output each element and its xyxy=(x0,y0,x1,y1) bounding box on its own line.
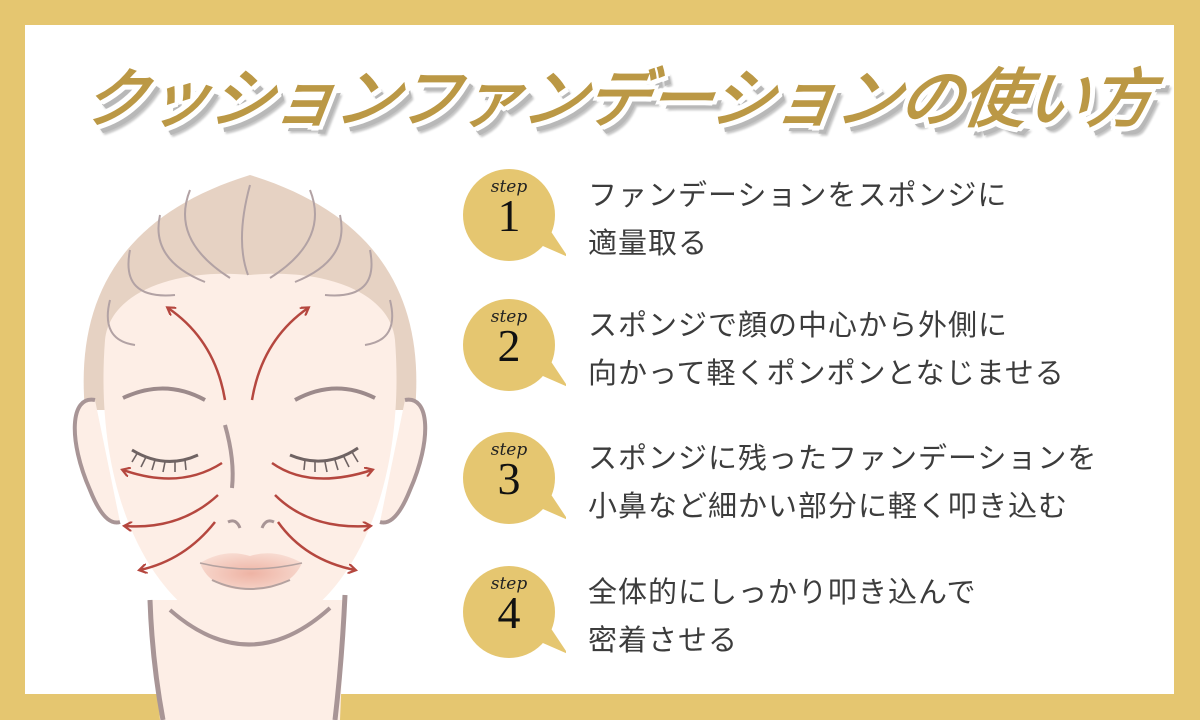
step-description: スポンジで顔の中心から外側に 向かって軽くポンポンとなじませる xyxy=(588,308,1065,390)
step-label: step xyxy=(490,440,528,460)
step-label: step xyxy=(490,307,528,327)
step-number: 3 xyxy=(497,453,521,504)
step-2: step 2 スポンジで顔の中心から外側に 向かって軽くポンポンとなじませる xyxy=(456,295,1176,415)
speech-bubble-icon xyxy=(463,566,566,658)
step-number: 1 xyxy=(497,190,521,241)
speech-bubble-icon xyxy=(463,169,566,261)
step-badge: step 1 xyxy=(456,165,566,265)
step-number: 2 xyxy=(497,320,521,371)
page-title-wrap: クッションファンデーションの使い方 xyxy=(79,48,1157,148)
step-number: 4 xyxy=(497,587,521,638)
step-description: スポンジに残ったファンデーションを 小鼻など細かい部分に軽く叩き込む xyxy=(588,441,1098,523)
step-badge: step 3 xyxy=(456,428,566,528)
step-label: step xyxy=(490,177,528,197)
step-description: 全体的にしっかり叩き込んで 密着させる xyxy=(588,575,977,657)
step-badge: step 4 xyxy=(456,562,566,662)
step-badge: step 2 xyxy=(456,295,566,395)
page-title: クッションファンデーションの使い方 xyxy=(78,63,1158,137)
step-3: step 3 スポンジに残ったファンデーションを 小鼻など細かい部分に軽く叩き込… xyxy=(456,428,1176,548)
speech-bubble-icon xyxy=(463,299,566,391)
step-1: step 1 ファンデーションをスポンジに 適量取る xyxy=(456,165,1176,285)
step-4: step 4 全体的にしっかり叩き込んで 密着させる xyxy=(456,562,1176,682)
step-description: ファンデーションをスポンジに 適量取る xyxy=(588,178,1008,260)
speech-bubble-icon xyxy=(463,432,566,524)
step-label: step xyxy=(490,574,528,594)
